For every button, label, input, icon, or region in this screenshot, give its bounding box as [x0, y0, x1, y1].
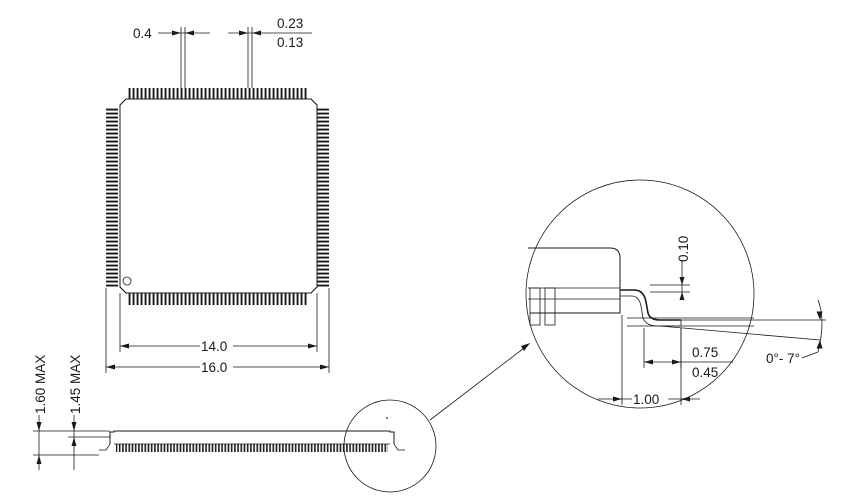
- lead-width-min-label: 0.13: [277, 35, 303, 50]
- standoff-dimension: 0.10: [650, 236, 691, 300]
- detail-circle: [525, 179, 755, 409]
- overall-size-dimension: 16.0: [105, 288, 330, 375]
- side-view: 1.60 MAX 1.45 MAX: [33, 343, 530, 493]
- left-pins: [106, 108, 118, 288]
- right-pins: [317, 108, 329, 288]
- side-leads: [116, 444, 388, 452]
- package-body: [119, 98, 318, 294]
- foot-length-min-label: 0.45: [692, 365, 718, 380]
- footprint-label: 1.00: [633, 392, 659, 407]
- body-size-label: 14.0: [201, 339, 227, 354]
- detail-callout-circle: [343, 399, 437, 493]
- height-dimensions: 1.60 MAX 1.45 MAX: [33, 355, 110, 470]
- top-view: 0.4 0.23 0.13 14.0: [105, 16, 330, 375]
- side-body: [109, 430, 395, 444]
- pitch-dimension: 0.4: [133, 26, 210, 88]
- footprint-dimension: 1.00: [598, 315, 700, 407]
- pitch-label: 0.4: [133, 26, 152, 41]
- foot-length-dimension: 0.75 0.45: [643, 328, 733, 380]
- lead-angle-dimension: 0°- 7°: [766, 299, 823, 366]
- detail-view: 0.10 0.75 0.45 1.00 0°-: [525, 179, 826, 409]
- pin1-marker: [122, 276, 132, 286]
- body-size-dimension: 14.0: [119, 293, 318, 354]
- standoff-label: 0.10: [676, 236, 691, 262]
- height-total-label: 1.60 MAX: [33, 355, 48, 414]
- lead-width-max-label: 0.23: [277, 16, 303, 31]
- bottom-pins: [128, 293, 308, 305]
- top-pins: [128, 88, 308, 100]
- foot-length-max-label: 0.75: [692, 345, 718, 360]
- overall-size-label: 16.0: [201, 360, 227, 375]
- lead-width-dimension: 0.23 0.13: [228, 16, 312, 88]
- lead-angle-label: 0°- 7°: [766, 351, 800, 366]
- height-body-label: 1.45 MAX: [68, 355, 83, 414]
